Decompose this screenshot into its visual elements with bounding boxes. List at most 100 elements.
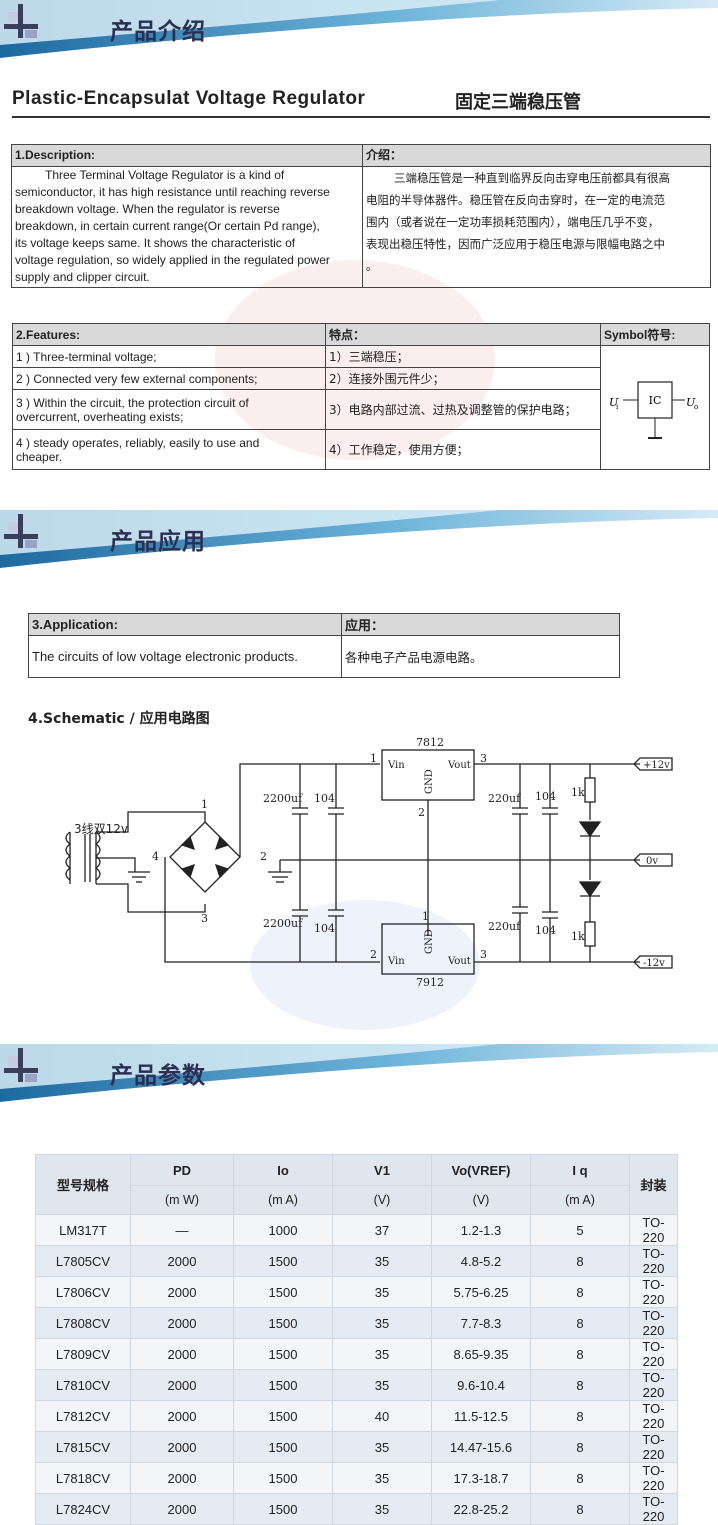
regulator-7912-block bbox=[381, 923, 475, 975]
schematic-diagram: 3线双12v 4 1 3 2 2200uf 104 2200uf 104 781… bbox=[65, 736, 673, 989]
output-label: -12v bbox=[643, 958, 665, 969]
table-cell: 4.8-5.2 bbox=[431, 1245, 531, 1277]
param-header: Io bbox=[233, 1154, 333, 1186]
table-cell: 35 bbox=[332, 1245, 432, 1277]
capacitor-label: 2200uf bbox=[263, 792, 303, 805]
desc-line: breakdown, in certain current range(Or c… bbox=[15, 219, 320, 233]
page-title-cn: 固定三端稳压管 bbox=[455, 92, 581, 113]
table-cell: 11.5-12.5 bbox=[431, 1400, 531, 1432]
table-cell: 1500 bbox=[233, 1307, 333, 1339]
regulator-label: 7912 bbox=[416, 976, 444, 989]
table-cell: LM317T bbox=[35, 1214, 131, 1246]
table-cell: 8 bbox=[530, 1431, 630, 1463]
resistor-label: 1k bbox=[571, 930, 585, 943]
table-cell: 35 bbox=[332, 1369, 432, 1401]
table-cell: L7808CV bbox=[35, 1307, 131, 1339]
pin-name: Vout bbox=[447, 760, 471, 771]
features-header-en: 2.Features: bbox=[12, 323, 326, 346]
capacitor-label: 104 bbox=[314, 922, 335, 935]
section-banner-intro: 产品介绍 bbox=[0, 0, 718, 60]
pin-label: 2 bbox=[418, 806, 425, 819]
feature-cn: 1）三端稳压； bbox=[325, 345, 601, 368]
param-unit: (V) bbox=[332, 1185, 432, 1215]
feature-cn: 2）连接外围元件少； bbox=[325, 367, 601, 390]
capacitor-label: 220uf bbox=[488, 920, 521, 933]
table-cell: TO-220 bbox=[629, 1214, 678, 1246]
section-banner-application: 产品应用 bbox=[0, 510, 718, 570]
symbol-block-label: IC bbox=[649, 394, 662, 407]
capacitor-label: 104 bbox=[314, 792, 335, 805]
resistor-icon bbox=[584, 777, 596, 803]
table-cell: L7806CV bbox=[35, 1276, 131, 1308]
logo-cross-icon bbox=[4, 1048, 38, 1082]
param-header: V1 bbox=[332, 1154, 432, 1186]
page-title: Plastic-Encapsulat Voltage Regulator bbox=[12, 88, 366, 109]
logo-cross-icon bbox=[4, 514, 38, 548]
table-cell: L7818CV bbox=[35, 1462, 131, 1494]
desc-line-cn: 表现出稳压特性，因而广泛应用于稳压电源与限幅电路之中 bbox=[366, 237, 665, 251]
symbol-input-sub: i bbox=[616, 403, 619, 411]
table-cell: L7815CV bbox=[35, 1431, 131, 1463]
description-table: 1.Description: 介绍： Three Terminal Voltag… bbox=[11, 144, 711, 288]
pin-label: 3 bbox=[480, 948, 487, 961]
table-cell: 35 bbox=[332, 1493, 432, 1525]
transformer-icon bbox=[65, 831, 101, 884]
table-cell: 1.2-1.3 bbox=[431, 1214, 531, 1246]
table-cell: 1000 bbox=[233, 1214, 333, 1246]
table-cell: L7810CV bbox=[35, 1369, 131, 1401]
title-divider bbox=[12, 116, 710, 118]
pin-name: Vout bbox=[447, 956, 471, 967]
table-cell: 5 bbox=[530, 1214, 630, 1246]
desc-line: Three Terminal Voltage Regulator is a ki… bbox=[45, 168, 285, 182]
table-cell: TO-220 bbox=[629, 1369, 678, 1401]
application-body-en: The circuits of low voltage electronic p… bbox=[28, 635, 342, 678]
desc-line-cn: 。 bbox=[366, 259, 378, 273]
pin-label: 3 bbox=[201, 912, 208, 925]
application-header-en: 3.Application: bbox=[28, 613, 342, 636]
resistor-label: 1k bbox=[571, 786, 585, 799]
desc-line: supply and clipper circuit. bbox=[15, 270, 150, 284]
capacitor-label: 104 bbox=[535, 924, 556, 937]
desc-line: semiconductor, it has high resistance un… bbox=[15, 185, 330, 199]
output-label: 0v bbox=[646, 856, 658, 867]
pin-name: Vin bbox=[387, 956, 405, 967]
pin-label: 1 bbox=[370, 752, 377, 765]
table-cell: 1500 bbox=[233, 1400, 333, 1432]
table-cell: 1500 bbox=[233, 1369, 333, 1401]
param-header: Vo(VREF) bbox=[431, 1154, 531, 1186]
description-body-en: Three Terminal Voltage Regulator is a ki… bbox=[11, 166, 363, 288]
watermark bbox=[250, 900, 480, 1030]
table-cell: TO-220 bbox=[629, 1245, 678, 1277]
table-cell: 2000 bbox=[130, 1338, 234, 1370]
pin-name: Vin bbox=[387, 760, 405, 771]
banner-title: 产品应用 bbox=[110, 529, 206, 555]
table-cell: 8 bbox=[530, 1400, 630, 1432]
table-cell: — bbox=[130, 1214, 234, 1246]
resistor-icon bbox=[584, 921, 596, 947]
feature-en: 2 ) Connected very few external componen… bbox=[12, 367, 326, 390]
param-header: PD bbox=[130, 1154, 234, 1186]
table-cell: 7.7-8.3 bbox=[431, 1307, 531, 1339]
banner-title: 产品参数 bbox=[110, 1063, 206, 1089]
capacitor-label: 2200uf bbox=[263, 917, 303, 930]
feature-line: overcurrent, overheating exists; bbox=[16, 409, 184, 424]
table-cell: TO-220 bbox=[629, 1307, 678, 1339]
output-tag-neg bbox=[633, 955, 673, 969]
pin-label: 1 bbox=[201, 798, 208, 811]
led-icon bbox=[578, 881, 602, 898]
param-header: 型号规格 bbox=[35, 1154, 131, 1215]
symbol-output-label: U bbox=[686, 396, 696, 409]
schematic-title: 4.Schematic / 应用电路图 bbox=[28, 711, 210, 727]
feature-en: 4 ) steady operates, reliably, easily to… bbox=[12, 429, 326, 470]
table-cell: 5.75-6.25 bbox=[431, 1276, 531, 1308]
symbol-output-sub: o bbox=[694, 403, 698, 411]
table-cell: 1500 bbox=[233, 1431, 333, 1463]
desc-line-cn: 三端稳压管是一种直到临界反向击穿电压前都具有很高 bbox=[394, 171, 670, 185]
features-header-cn: 特点： bbox=[325, 323, 601, 346]
table-cell: 1500 bbox=[233, 1276, 333, 1308]
